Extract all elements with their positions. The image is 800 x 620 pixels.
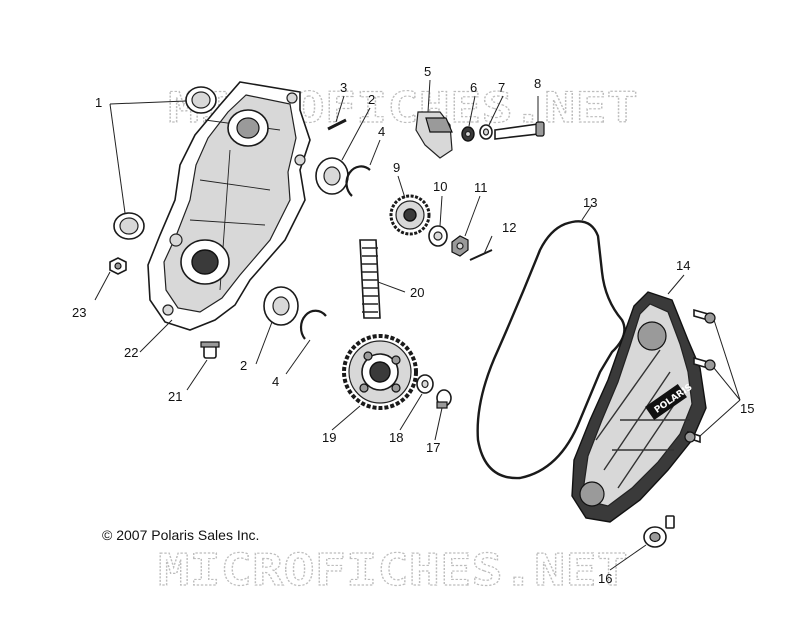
seal-upper[interactable] xyxy=(185,86,217,114)
callout-23: 23 xyxy=(72,305,86,320)
callout-4-lower: 4 xyxy=(272,374,279,389)
callout-2-lower: 2 xyxy=(240,358,247,373)
callout-10: 10 xyxy=(433,179,447,194)
callout-5: 5 xyxy=(424,64,431,79)
bearing-lower[interactable] xyxy=(263,286,299,326)
cover-gasket[interactable] xyxy=(476,220,626,480)
watermark-bottom: MICROFICHES.NET xyxy=(158,545,628,596)
callout-14: 14 xyxy=(676,258,690,273)
bearing-upper[interactable] xyxy=(315,157,349,195)
chain-tensioner[interactable] xyxy=(415,111,453,159)
bolt-8[interactable] xyxy=(494,121,545,140)
cover-bolt-a[interactable] xyxy=(693,308,716,324)
bolt-17[interactable] xyxy=(436,389,452,409)
callout-15: 15 xyxy=(740,401,754,416)
callout-7: 7 xyxy=(498,80,505,95)
callout-labels: 1 2 2 3 4 4 5 6 7 8 9 10 11 12 13 14 15 … xyxy=(72,64,754,586)
seal-lower[interactable] xyxy=(113,212,145,240)
callout-12: 12 xyxy=(502,220,516,235)
callout-2-upper: 2 xyxy=(368,92,375,107)
callout-17: 17 xyxy=(426,440,440,455)
washer-10[interactable] xyxy=(428,225,448,247)
gearcase-housing[interactable] xyxy=(147,81,311,331)
pin-3[interactable] xyxy=(327,118,347,131)
driven-gear[interactable] xyxy=(342,334,418,410)
snap-ring-upper[interactable] xyxy=(345,165,371,197)
callout-19: 19 xyxy=(322,430,336,445)
snap-ring-lower[interactable] xyxy=(299,309,327,340)
callout-18: 18 xyxy=(389,430,403,445)
nut-23[interactable] xyxy=(109,257,127,275)
nut-6[interactable] xyxy=(461,126,475,142)
gearcase-cover[interactable]: POLARIS xyxy=(571,291,707,523)
sprocket-upper[interactable] xyxy=(389,194,431,236)
nut-11[interactable] xyxy=(451,235,469,257)
cover-logo-plate xyxy=(645,383,687,421)
callout-1: 1 xyxy=(95,95,102,110)
callout-22: 22 xyxy=(124,345,138,360)
drive-chain[interactable] xyxy=(359,239,381,319)
cotter-pin-12[interactable] xyxy=(469,249,493,261)
callout-4-upper: 4 xyxy=(378,124,385,139)
callout-8: 8 xyxy=(534,76,541,91)
callout-6: 6 xyxy=(470,80,477,95)
leader-lines xyxy=(94,79,741,571)
callout-13: 13 xyxy=(583,195,597,210)
callout-21: 21 xyxy=(168,389,182,404)
drain-plug[interactable] xyxy=(200,341,220,359)
washer-7[interactable] xyxy=(479,124,493,140)
cover-bolt-c[interactable] xyxy=(684,430,701,444)
seal-16[interactable] xyxy=(643,515,675,548)
callout-3: 3 xyxy=(340,80,347,95)
callout-9: 9 xyxy=(393,160,400,175)
callout-11: 11 xyxy=(474,180,488,195)
callout-20: 20 xyxy=(410,285,424,300)
callout-16: 16 xyxy=(598,571,612,586)
cover-bolt-b[interactable] xyxy=(693,356,716,371)
copyright-notice: © 2007 Polaris Sales Inc. xyxy=(102,527,260,543)
washer-18[interactable] xyxy=(416,374,434,394)
